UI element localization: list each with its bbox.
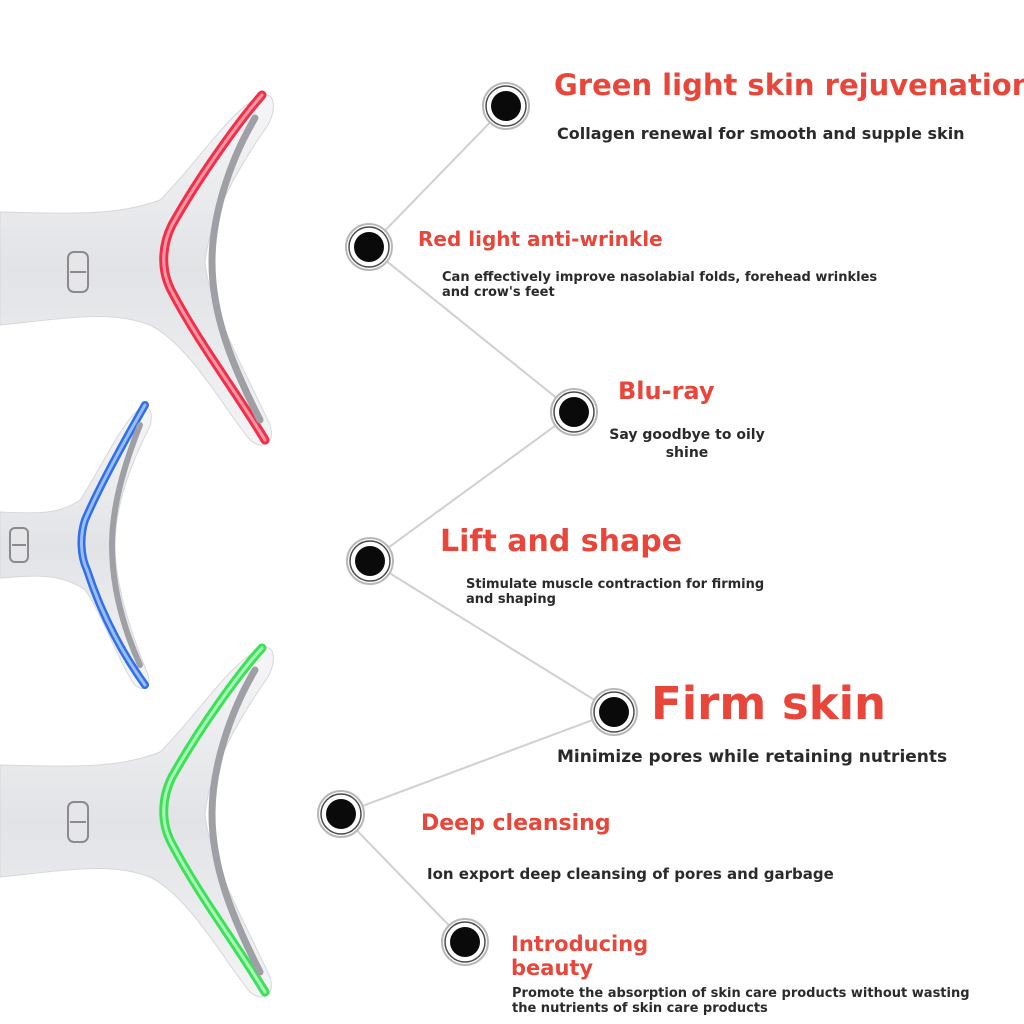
feature-title-deep-cleansing: Deep cleansing xyxy=(421,811,611,836)
feature-marker-7 xyxy=(441,918,489,966)
feature-desc-lift-shape: Stimulate muscle contraction for firming… xyxy=(466,577,765,607)
feature-marker-1 xyxy=(482,82,530,130)
feature-marker-2 xyxy=(345,223,393,271)
feature-marker-5 xyxy=(590,688,638,736)
feature-title-green-light: Green light skin rejuvenation xyxy=(554,68,1024,102)
green-light-device xyxy=(0,643,274,998)
feature-title-red-light: Red light anti-wrinkle xyxy=(418,227,663,251)
feature-desc-green-light: Collagen renewal for smooth and supple s… xyxy=(557,124,965,143)
feature-desc-introducing-beauty: Promote the absorption of skin care prod… xyxy=(512,986,970,1016)
feature-desc-firm-skin: Minimize pores while retaining nutrients xyxy=(557,747,948,767)
feature-title-introducing-beauty: Introducing beauty xyxy=(511,932,649,981)
blue-light-device xyxy=(0,401,152,690)
feature-desc-red-light: Can effectively improve nasolabial folds… xyxy=(442,270,878,300)
feature-desc-deep-cleansing: Ion export deep cleansing of pores and g… xyxy=(427,865,834,883)
feature-desc-blu-ray: Say goodbye to oily shine xyxy=(609,427,765,461)
feature-marker-3 xyxy=(550,388,598,436)
feature-title-firm-skin: Firm skin xyxy=(651,677,887,730)
feature-marker-6 xyxy=(317,790,365,838)
feature-marker-4 xyxy=(346,537,394,585)
feature-title-blu-ray: Blu-ray xyxy=(618,377,715,405)
red-light-device xyxy=(0,90,274,446)
feature-title-lift-shape: Lift and shape xyxy=(440,524,683,559)
device-illustrations xyxy=(0,90,274,998)
